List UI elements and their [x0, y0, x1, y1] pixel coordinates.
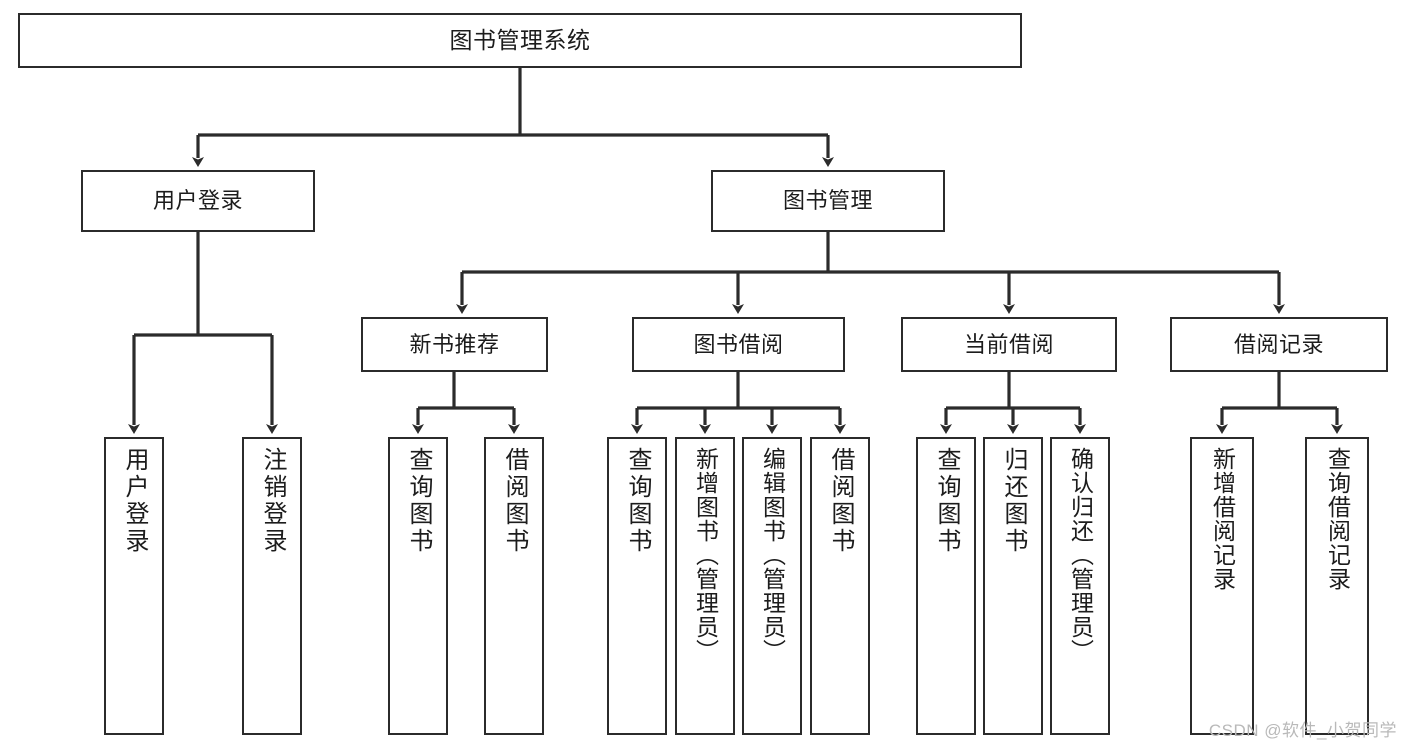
node-label: 图书借阅: [693, 331, 784, 357]
leaf-return-book[interactable]: 归还图书: [983, 437, 1043, 735]
node-current-borrowing[interactable]: 当前借阅: [901, 317, 1117, 372]
node-label: 借阅图书: [501, 447, 528, 555]
node-book-management[interactable]: 图书管理: [711, 170, 945, 232]
node-label: 归还图书: [1000, 447, 1027, 555]
node-new-book-recommendation[interactable]: 新书推荐: [361, 317, 548, 372]
node-label: 图书管理系统: [449, 27, 591, 54]
node-label: 查询借阅记录: [1324, 447, 1351, 591]
node-label: 查询图书: [933, 447, 960, 555]
node-label: 用户登录: [152, 188, 243, 214]
leaf-add-book-admin[interactable]: 新增图书（管理员）: [675, 437, 735, 735]
node-label: 用户登录: [121, 447, 148, 555]
leaf-confirm-return-admin[interactable]: 确认归还（管理员）: [1050, 437, 1110, 735]
node-label: 新增借阅记录: [1209, 447, 1236, 591]
node-label: 注销登录: [259, 447, 286, 555]
node-label: 借阅记录: [1233, 331, 1324, 357]
node-label: 借阅图书: [827, 447, 854, 555]
leaf-query-book-current[interactable]: 查询图书: [916, 437, 976, 735]
node-label: 图书管理: [782, 188, 873, 214]
node-borrowing-record[interactable]: 借阅记录: [1170, 317, 1388, 372]
leaf-add-borrowing-record[interactable]: 新增借阅记录: [1190, 437, 1254, 735]
leaf-query-borrowing-record[interactable]: 查询借阅记录: [1305, 437, 1369, 735]
node-label: 查询图书: [405, 447, 432, 555]
node-root-system[interactable]: 图书管理系统: [18, 13, 1022, 68]
leaf-borrow-book-borrowing[interactable]: 借阅图书: [810, 437, 870, 735]
leaf-user-logout[interactable]: 注销登录: [242, 437, 302, 735]
node-label: 当前借阅: [963, 331, 1054, 357]
leaf-user-login[interactable]: 用户登录: [104, 437, 164, 735]
leaf-query-book-recommendation[interactable]: 查询图书: [388, 437, 448, 735]
leaf-edit-book-admin[interactable]: 编辑图书（管理员）: [742, 437, 802, 735]
csdn-watermark: CSDN @软件_小贺同学: [1208, 721, 1397, 740]
leaf-query-book-borrowing[interactable]: 查询图书: [607, 437, 667, 735]
node-label: 编辑图书（管理员）: [759, 447, 786, 663]
leaf-borrow-book-recommendation[interactable]: 借阅图书: [484, 437, 544, 735]
node-label: 确认归还（管理员）: [1067, 447, 1094, 663]
node-user-login[interactable]: 用户登录: [81, 170, 315, 232]
node-label: 新增图书（管理员）: [692, 447, 719, 663]
node-label: 新书推荐: [409, 331, 500, 357]
node-label: 查询图书: [624, 447, 651, 555]
node-book-borrowing[interactable]: 图书借阅: [632, 317, 845, 372]
